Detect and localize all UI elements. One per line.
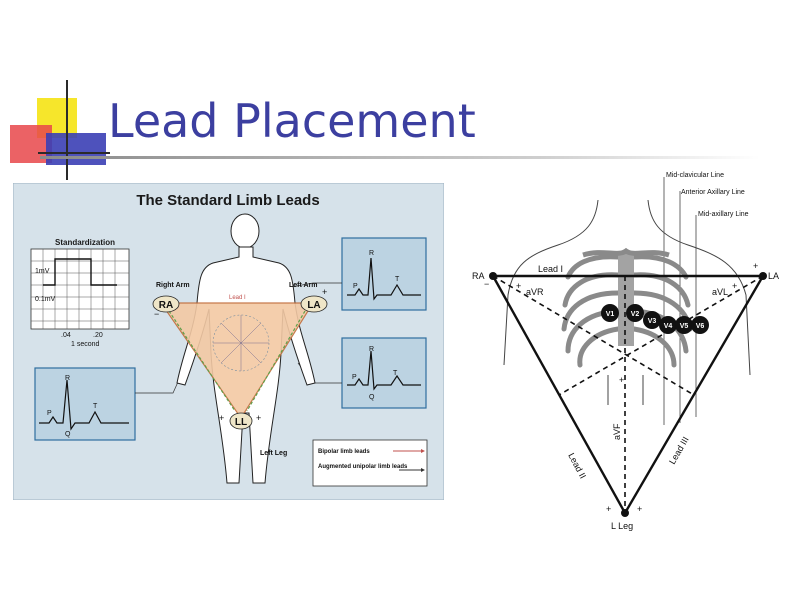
electrode-ll (229, 412, 253, 430)
anterior-axillary-label: Anterior Axillary Line (681, 189, 745, 196)
avf-label: aVF (612, 423, 622, 440)
avr-label: aVR (526, 287, 544, 297)
lead-ii-label: Lead II (566, 451, 588, 480)
la-electrode (759, 272, 767, 280)
ecg-iii-r: R (369, 346, 374, 353)
electrode-ll-label: LL (235, 417, 247, 428)
ll-plus-right: + (256, 413, 261, 423)
electrode-ra (152, 295, 180, 313)
avf-plus: + (619, 375, 624, 385)
avl-plus: + (732, 281, 737, 291)
legend-box (312, 439, 428, 487)
ll-plus-left: + (219, 413, 224, 423)
chest-leads (601, 304, 709, 334)
lead-i-label: Lead I (538, 264, 563, 274)
torso-outline (503, 199, 751, 405)
ecg-ii-p: P (47, 410, 52, 417)
lead-iii-label: Lead III (667, 435, 691, 466)
chest-lead-placement-figure: V1 V2 V3 V4 V5 V6 Mid-clavicular Line An… (468, 165, 793, 535)
l-leg-label: L Leg (611, 521, 633, 531)
standardization-04: .04 (61, 332, 71, 339)
ra-minus: − (154, 309, 159, 319)
decor-horizontal-line (38, 152, 110, 154)
ecg-strip-lead-iii (341, 337, 427, 409)
la-plus: + (322, 287, 327, 297)
electrode-la (300, 295, 328, 313)
ecg-iii-q: Q (369, 394, 375, 401)
avr-plus: + (516, 281, 521, 291)
decor-vertical-line (66, 80, 68, 180)
augmented-leads (492, 275, 764, 513)
ecg-iii-t: T (393, 370, 398, 377)
ecg-iii-p: P (352, 374, 357, 381)
ecg-i-r: R (369, 250, 374, 257)
axis-spokes (213, 315, 269, 371)
ra-label: RA (472, 271, 485, 281)
right-arm-label: Right Arm (156, 282, 190, 289)
ecg-strip-lead-ii (34, 367, 136, 441)
left-leg-label: Left Leg (260, 450, 287, 457)
standard-limb-leads-figure: The Standard Limb Leads Standardization … (12, 182, 445, 501)
mid-axillary-label: Mid-axillary Line (698, 211, 749, 218)
legend-bipolar: Bipolar limb leads (318, 449, 370, 455)
figure-heading: The Standard Limb Leads (136, 192, 319, 209)
chest-lead-v4: V4 (664, 323, 673, 330)
la-label: LA (768, 271, 779, 281)
decor-blue-square (46, 133, 106, 165)
title-decoration (0, 80, 110, 180)
avl-label: aVL (712, 287, 728, 297)
clavicles (582, 247, 670, 258)
lead-vectors (168, 310, 306, 412)
standardization-01mv: 0.1mV (35, 296, 56, 303)
chest-lead-v5: V5 (680, 323, 689, 330)
lead-i-label: Lead I (229, 295, 246, 301)
ecg-i-t: T (395, 276, 400, 283)
slide-title: Lead Placement (108, 94, 476, 148)
standardization-grid (30, 248, 130, 330)
ra-minus: − (484, 279, 489, 289)
sternum (618, 251, 634, 346)
left-arm-label: Left Arm (289, 282, 318, 289)
standardization-1mv: 1mV (35, 268, 50, 275)
legend-augmented: Augmented unipolar limb leads (318, 464, 408, 470)
ll-electrode (621, 509, 629, 517)
standardization-20: .20 (93, 332, 103, 339)
chest-lead-v2: V2 (631, 311, 640, 318)
ra-electrode (489, 272, 497, 280)
ecg-strip-lead-i (341, 237, 427, 311)
title-underline (40, 156, 760, 159)
ecg-i-p: P (353, 283, 358, 290)
chest-lead-v6: V6 (696, 323, 705, 330)
chest-lead-v1: V1 (606, 311, 615, 318)
ecg-ii-t: T (93, 403, 98, 410)
ll-plus-right: + (637, 504, 642, 514)
la-plus: + (753, 261, 758, 271)
einthoven-triangle (159, 302, 315, 420)
electrode-ra-label: RA (159, 300, 173, 311)
ll-plus-left: + (606, 504, 611, 514)
ecg-ii-q: Q (65, 431, 71, 438)
standardization-label: Standardization (55, 238, 115, 247)
mid-clavicular-label: Mid-clavicular Line (666, 172, 724, 179)
electrode-la-label: LA (307, 300, 320, 311)
ecg-ii-r: R (65, 375, 70, 382)
standardization-1-second: 1 second (71, 341, 100, 348)
chest-lead-v3: V3 (648, 318, 657, 325)
